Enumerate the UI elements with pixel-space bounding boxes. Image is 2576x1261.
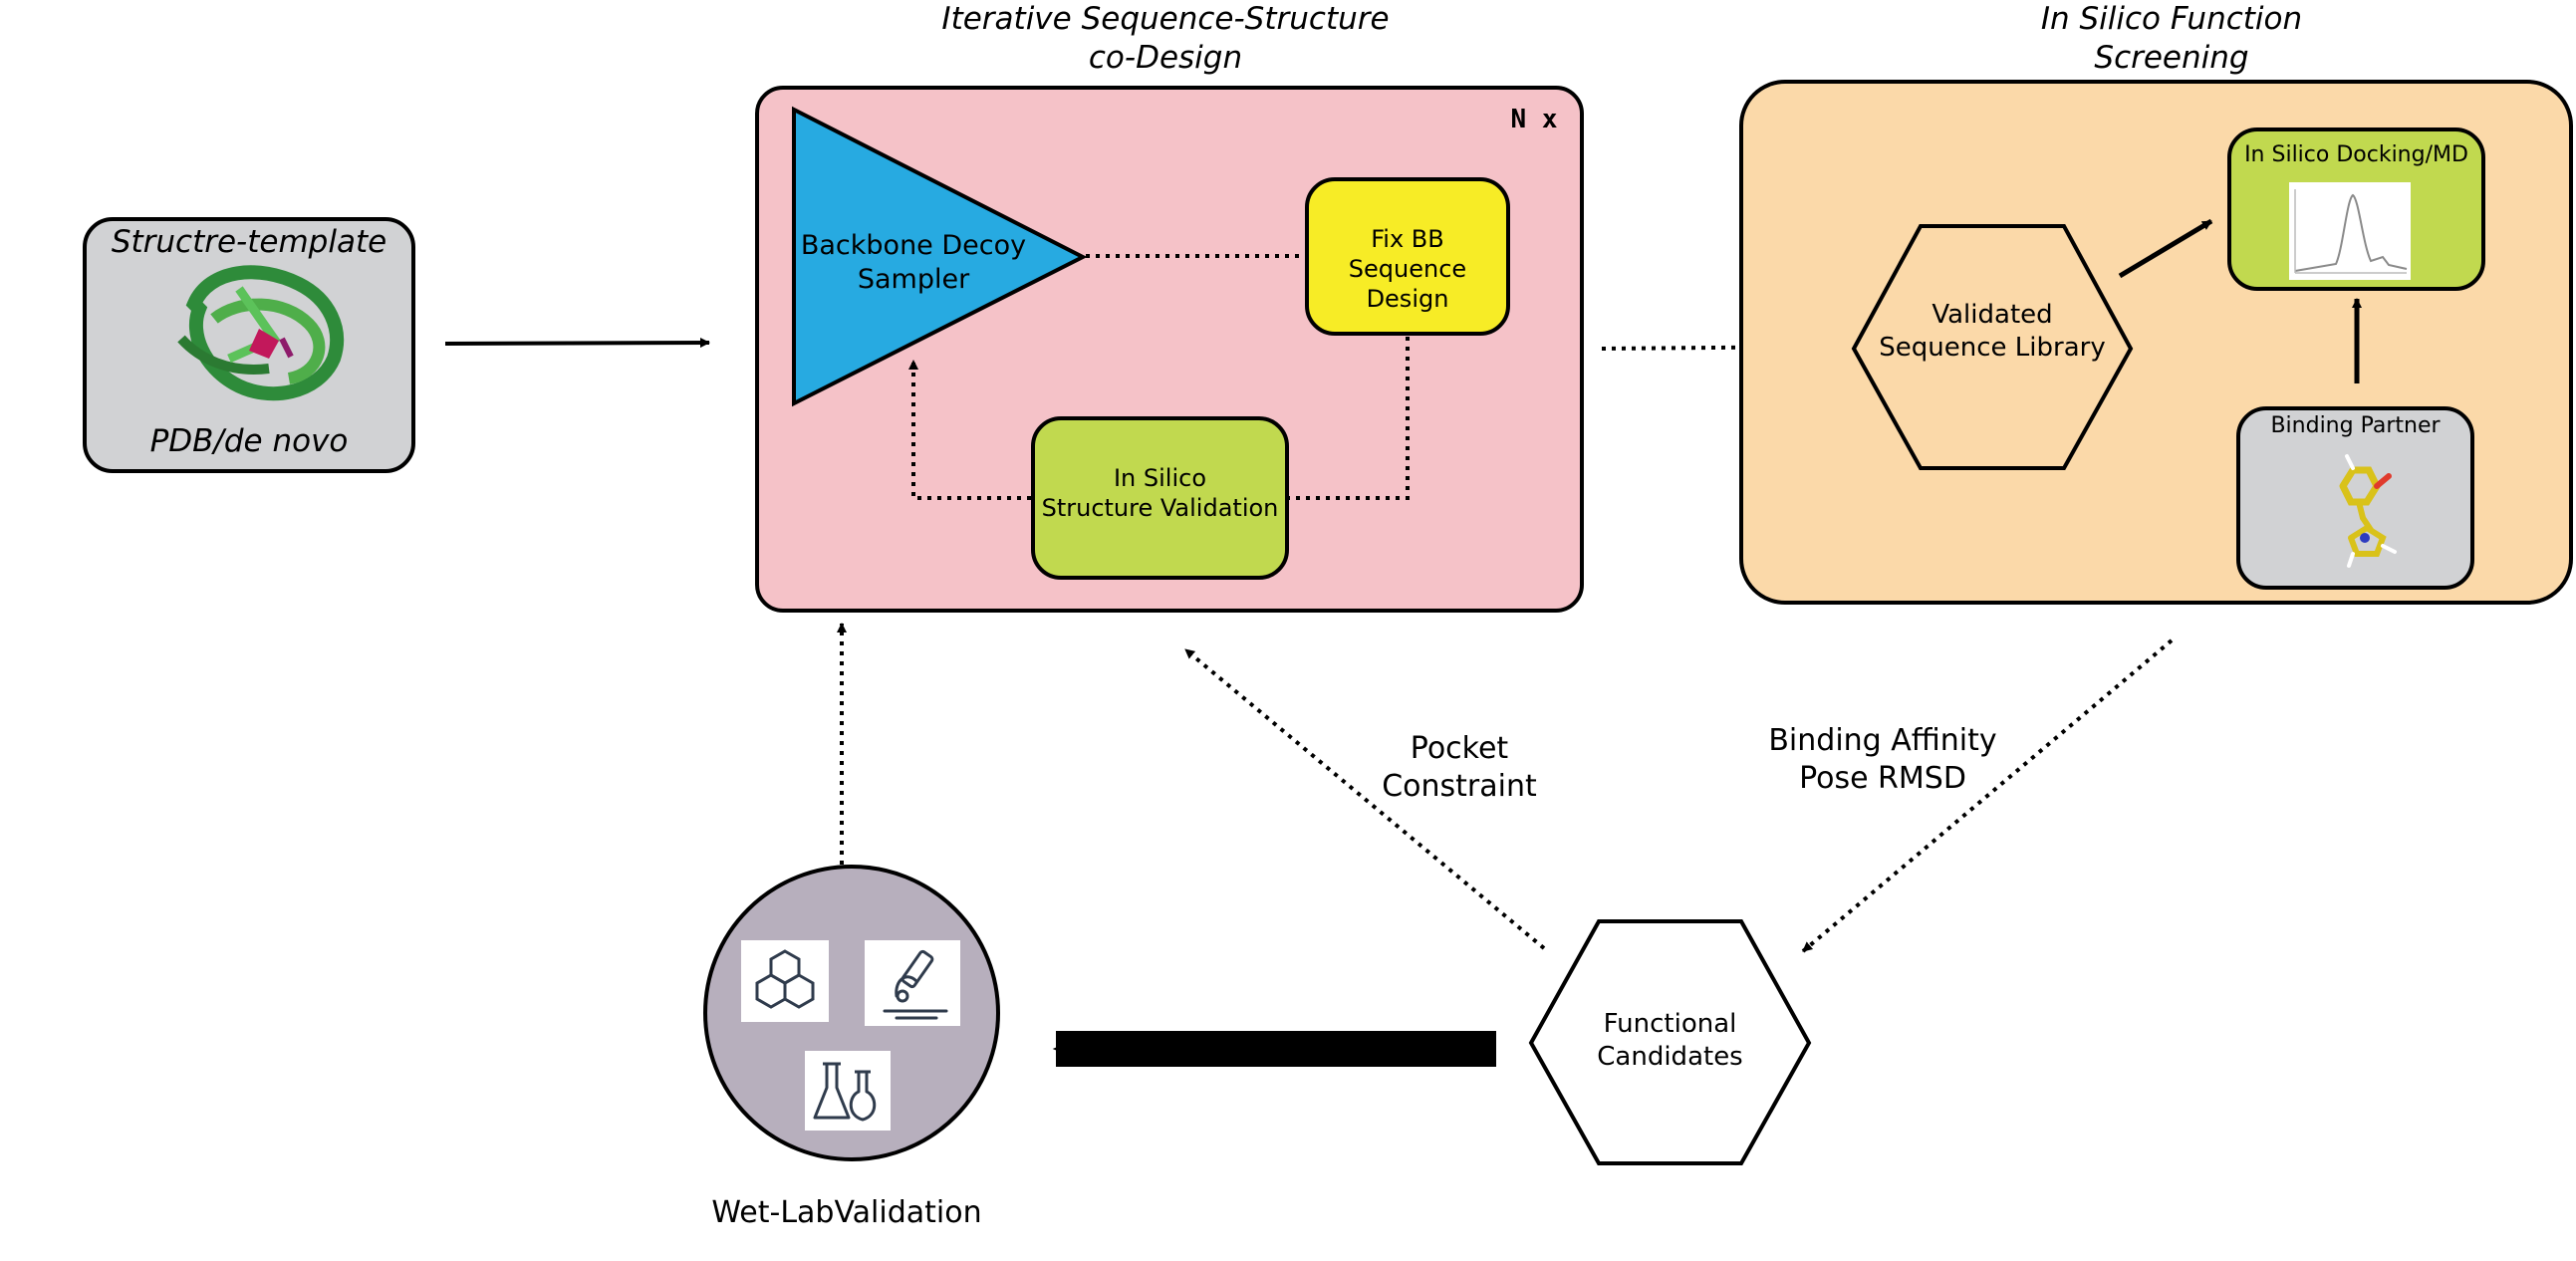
template-title: Structre-template [111,224,387,260]
sampler-label: Backbone Decoy Sampler [794,229,1033,297]
fixbb-label-line1: Fix BB [1371,225,1444,253]
repeat-label: N x [1510,105,1558,134]
sampler-label-line1: Backbone Decoy [800,230,1027,261]
dotted-link-fixbb-validation [1289,337,1410,500]
microscope-icon [865,940,960,1026]
arrow-template-to-codesign [444,338,710,349]
pocket-label: Pocket Constraint [1335,730,1584,805]
dotted-arrow-screening-to-candidates [1801,638,2174,953]
fixbb-box [1305,177,1510,336]
fixbb-label-line2: Sequence Design [1348,255,1467,313]
candidates-label: Functional Candidates [1531,1008,1809,1073]
protein-structure-image [177,265,345,401]
codesign-heading-line2: co-Design [1088,39,1243,76]
codesign-heading: Iterative Sequence-Structure co-Design [867,0,1464,78]
library-label: Validated Sequence Library [1854,299,2131,364]
wetlab-label: Wet-LabValidation [711,1195,982,1230]
sampler-label-line2: Sampler [857,263,970,295]
docking-label: In Silico Docking/MD [2244,142,2468,167]
partner-label: Binding Partner [2270,413,2441,438]
validation-box [1031,416,1289,580]
dotted-arrow-pocket-constraint [1183,647,1546,950]
validation-label: In Silico Structure Validation [1033,463,1287,523]
molecule-icon [741,940,829,1022]
screening-heading: In Silico Function Screening [1873,0,2470,78]
candidates-hexagon [1528,919,1812,1165]
codesign-heading-line1: Iterative Sequence-Structure [941,1,1390,37]
library-label-line1: Validated [1932,300,2053,330]
docking-plot-image [2289,182,2411,280]
pocket-label-line2: Constraint [1382,768,1537,804]
metrics-label-line1: Binding Affinity [1768,723,1997,758]
candidates-label-line1: Functional [1603,1009,1737,1039]
validation-label-line2: Structure Validation [1041,494,1279,522]
metrics-label: Binding Affinity Pose RMSD [1733,722,2032,797]
screening-heading-line2: Screening [2094,39,2249,76]
ligand-structure-image [2339,454,2397,568]
metrics-label-line2: Pose RMSD [1799,760,1966,796]
template-subtitle: PDB/de novo [149,423,349,459]
fixbb-label: Fix BB Sequence Design [1307,224,1508,314]
pocket-label-line1: Pocket [1410,731,1509,766]
arrow-library-to-docking [2118,218,2213,279]
library-label-line2: Sequence Library [1879,332,2106,363]
binding-partner-box [2236,406,2474,590]
flasks-icon [805,1051,891,1131]
backbone-sampler-triangle [792,106,1088,407]
wetlab-circle [703,865,1000,1161]
candidates-label-line2: Candidates [1597,1041,1743,1072]
validation-label-line1: In Silico [1113,464,1207,492]
library-hexagon [1851,224,2134,470]
screening-heading-line1: In Silico Function [2040,1,2303,37]
dotted-arrow-validation-sampler [908,360,1031,500]
